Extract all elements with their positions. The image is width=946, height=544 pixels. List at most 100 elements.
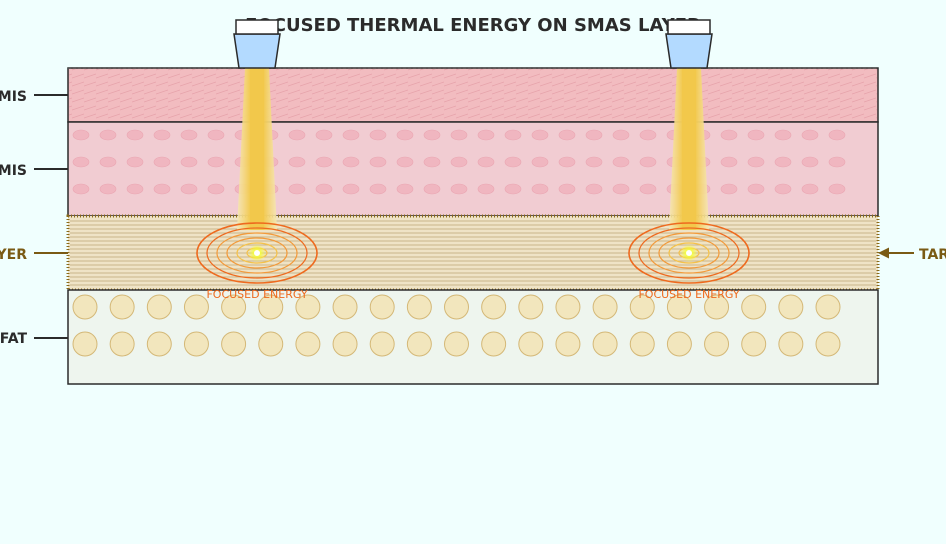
dermis-cell [180, 129, 198, 141]
fat-cell [666, 294, 692, 320]
fat-cell [332, 331, 358, 357]
transducer-cap [667, 19, 711, 35]
dermis-cell [423, 156, 441, 168]
fat-cell [481, 331, 507, 357]
dermis-cell [585, 183, 603, 195]
fat-cell [704, 331, 730, 357]
dermis-cell [153, 129, 171, 141]
fat-cell [332, 294, 358, 320]
dermis-cell [531, 183, 549, 195]
dermis-cell [126, 129, 144, 141]
dermis-cell [450, 156, 468, 168]
dermis-cell [342, 183, 360, 195]
transducer-tip [665, 33, 713, 69]
dermis-cell [342, 129, 360, 141]
dermis-cell [207, 129, 225, 141]
diagram-title: FOCUSED THERMAL ENERGY ON SMAS LAYER [245, 15, 701, 36]
fat-cells [72, 294, 841, 357]
fat-cell [183, 294, 209, 320]
focal-ring [658, 237, 720, 269]
dermis-cell [612, 183, 630, 195]
dermis-cell [72, 129, 90, 141]
dermis-cell [99, 129, 117, 141]
fat-cell [444, 294, 469, 320]
fat-cell [592, 294, 618, 320]
dermis-cell [369, 183, 387, 195]
fat-cell [258, 331, 284, 357]
dermis-cells [72, 129, 846, 195]
fat-cell [146, 331, 172, 357]
fat-cell [72, 331, 98, 357]
fat-cell [629, 294, 655, 320]
dermis-cell [720, 129, 738, 141]
fat-cell [704, 294, 730, 320]
fat-cell [815, 294, 841, 320]
dermis-cell [477, 129, 495, 141]
dermis-cell [828, 183, 846, 195]
focal-ring [216, 232, 298, 274]
fat-cell [221, 331, 247, 357]
dermis-cell [288, 129, 306, 141]
fat-cell [183, 331, 209, 357]
dermis-cell [531, 156, 549, 168]
dermis-cell [828, 129, 846, 141]
dermis-cell [288, 183, 306, 195]
dermis-cell [558, 183, 576, 195]
label-dermis: DERMIS [0, 163, 27, 179]
dermis-cell [288, 156, 306, 168]
focal-label-right: FOCUSED ENERGY [638, 288, 739, 301]
focal-point [254, 250, 260, 256]
fat-cell [481, 294, 507, 320]
dermis-cell [207, 156, 225, 168]
fat-cell [741, 294, 767, 320]
label-target: TARGET [919, 247, 946, 263]
transducer-cap [235, 19, 279, 35]
dermis-cell [477, 183, 495, 195]
fat-cell [146, 294, 172, 320]
dermis-cell [774, 156, 792, 168]
target-arrow-head [878, 247, 889, 259]
dermis-cell [450, 183, 468, 195]
fat-cell [592, 331, 618, 357]
fat-cell [555, 331, 581, 357]
fat-cell [444, 331, 469, 357]
dermis-cell [315, 183, 333, 195]
dermis-cell [747, 183, 765, 195]
fat-cell [72, 294, 98, 320]
dermis-cell [153, 183, 171, 195]
dermis-cell [315, 129, 333, 141]
dermis-cell [342, 156, 360, 168]
fat-cell [741, 331, 767, 357]
smas-fibers [70, 220, 876, 286]
fat-cell [406, 331, 432, 357]
focal-assembly-right: FOCUSED ENERGY [628, 19, 750, 301]
focal-assembly-left: FOCUSED ENERGY [196, 19, 318, 301]
fat-cell [778, 331, 804, 357]
dermis-cell [612, 129, 630, 141]
label-epidermis: EPIDERMIS [0, 89, 27, 105]
dermis-cell [585, 156, 603, 168]
fat-cell [109, 294, 135, 320]
focal-ring [628, 222, 750, 284]
fat-cell [518, 331, 544, 357]
focal-label-left: FOCUSED ENERGY [206, 288, 307, 301]
dermis-cell [423, 129, 441, 141]
dermis-cell [747, 156, 765, 168]
focal-ring [206, 227, 308, 279]
focal-ring [226, 237, 288, 269]
fat-cell [629, 331, 655, 357]
dermis-cell [99, 183, 117, 195]
dermis-cell [801, 183, 819, 195]
fat-cell [666, 331, 692, 357]
dermis-cell [477, 156, 495, 168]
dermis-cell [153, 156, 171, 168]
fat-cell [778, 294, 804, 320]
dermis-cell [585, 129, 603, 141]
fat-cell [369, 331, 395, 357]
fat-cell [109, 331, 135, 357]
dermis-cell [207, 183, 225, 195]
dermis-cell [639, 156, 657, 168]
dermis-cell [369, 156, 387, 168]
dermis-cell [612, 156, 630, 168]
